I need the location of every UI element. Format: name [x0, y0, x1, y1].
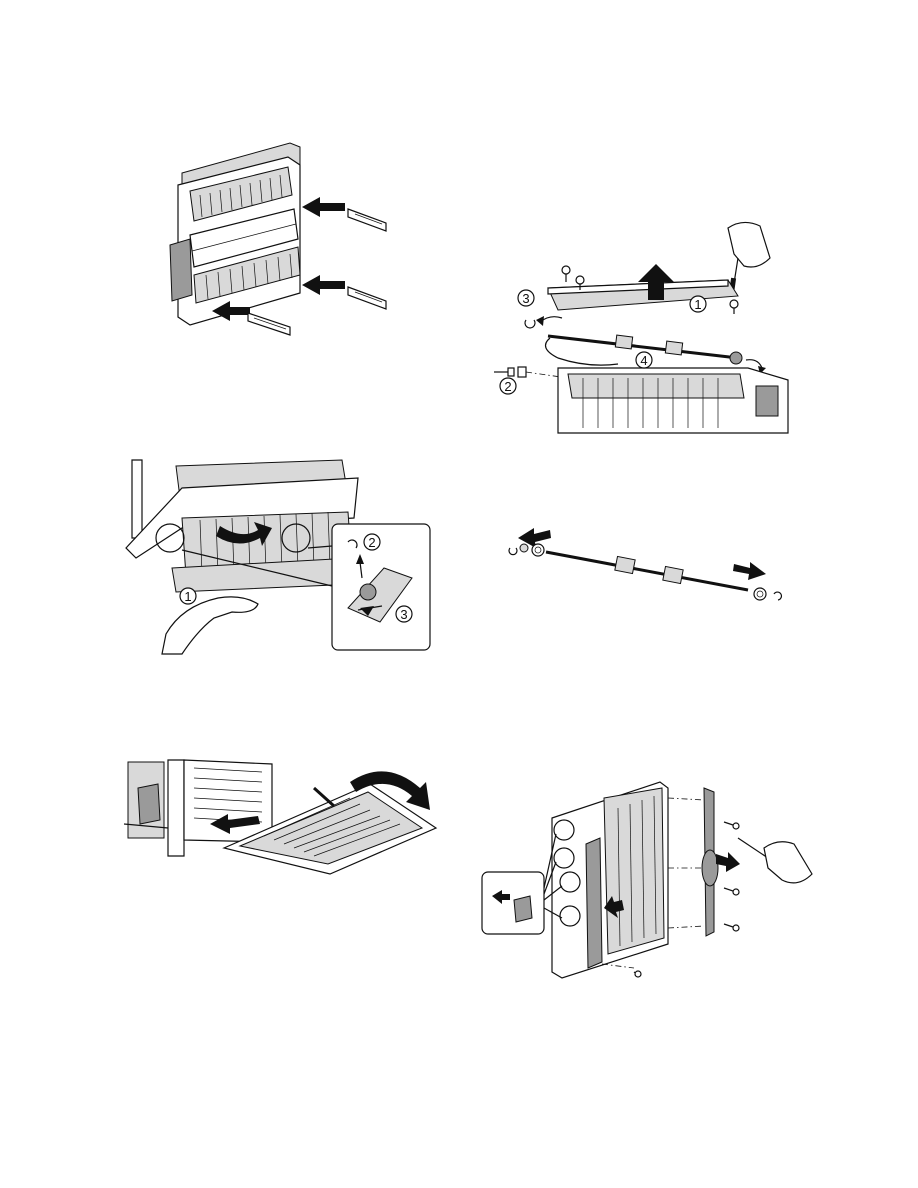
svg-text:1: 1 [184, 589, 191, 604]
fig-cover-detach [124, 758, 436, 882]
callout-1: 1 [690, 296, 706, 312]
svg-text:3: 3 [400, 607, 407, 622]
cover-detach-illustration [124, 758, 436, 882]
duplex-unit-illustration [150, 135, 400, 340]
hand-icon [764, 842, 812, 883]
hand-icon [162, 597, 258, 654]
callout-2: 2 [364, 534, 380, 550]
roller-shaft-illustration [504, 518, 784, 608]
callout-2: 2 [500, 378, 516, 394]
fig-paper-guide-roller-removal: 1 2 3 4 [488, 218, 808, 433]
svg-text:2: 2 [368, 535, 375, 550]
fig-cover-hinge-release: 1 2 3 [122, 458, 434, 654]
callout-1: 1 [180, 588, 196, 604]
callout-4: 4 [636, 352, 652, 368]
fig-roller-shaft-parts [504, 518, 784, 608]
svg-text:1: 1 [694, 297, 701, 312]
hand-icon [728, 222, 770, 267]
hinge-release-illustration: 1 2 3 [122, 458, 434, 654]
callout-3: 3 [518, 290, 534, 306]
fig-side-plate-removal [478, 778, 814, 984]
side-plate-illustration [478, 778, 814, 984]
callout-3: 3 [396, 606, 412, 622]
fig-duplex-unit-rails [150, 135, 400, 340]
svg-text:4: 4 [640, 353, 647, 368]
roller-removal-illustration: 1 2 3 4 [488, 218, 808, 433]
svg-text:2: 2 [504, 379, 511, 394]
svg-text:3: 3 [522, 291, 529, 306]
